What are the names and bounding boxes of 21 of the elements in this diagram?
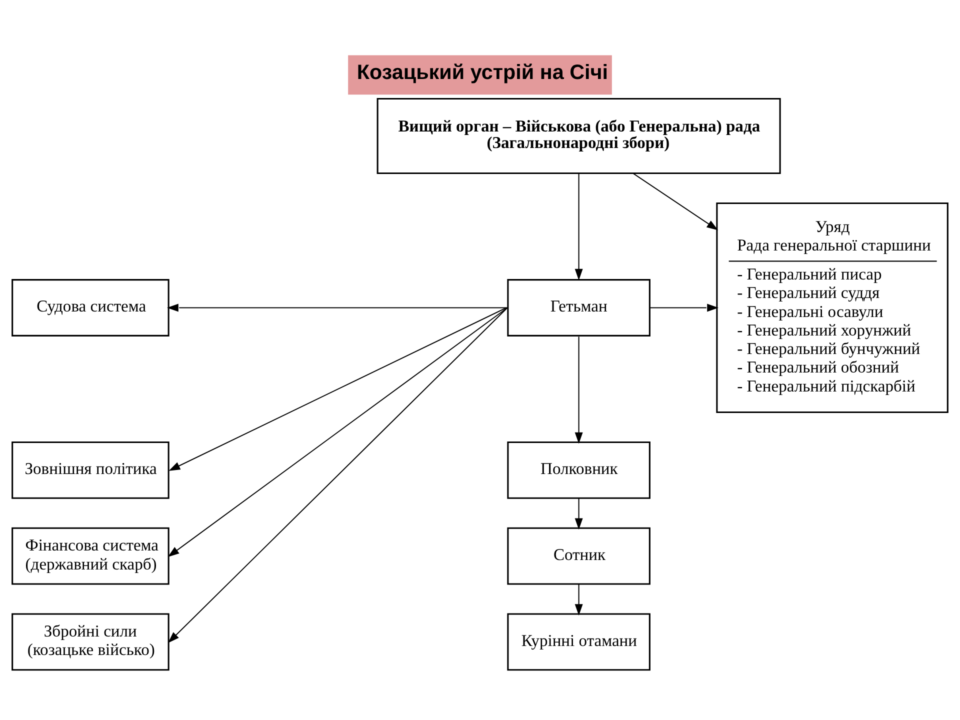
node-box: Сотник: [507, 526, 650, 584]
node-box: Фінансова система (державний скарб): [12, 526, 170, 584]
arrow: [574, 498, 583, 530]
arrow: [574, 172, 583, 280]
arrow: [574, 583, 583, 616]
arrow: [168, 306, 508, 556]
arrow: [168, 306, 508, 643]
node-box: Курінні отамани: [507, 612, 650, 670]
arrow: [167, 303, 508, 312]
arrow: [632, 172, 718, 230]
node-box: Уряд Рада генеральної старшини - Генеральний писар - Генеральний суддя - Генеральні осавули - Генеральний хорунжий - Генеральний бунчужний - Генеральний обозний - Генеральний підскарбій: [716, 202, 948, 412]
arrow: [650, 303, 718, 312]
node-box: Полковник: [507, 440, 650, 498]
arrow: [168, 306, 507, 470]
node-box: Гетьман: [507, 278, 650, 336]
arrow: [574, 336, 583, 444]
node-box: Збройні сили (козацьке військо): [12, 612, 170, 670]
node-box: Вищий орган – Військова (або Генеральна) рада (Загальнонародні збори): [376, 97, 781, 174]
diagram-title: Козацький устрій на Січі: [356, 60, 608, 84]
node-box: Зовнішня політика: [12, 440, 170, 498]
node-box: Судова система: [12, 278, 170, 336]
